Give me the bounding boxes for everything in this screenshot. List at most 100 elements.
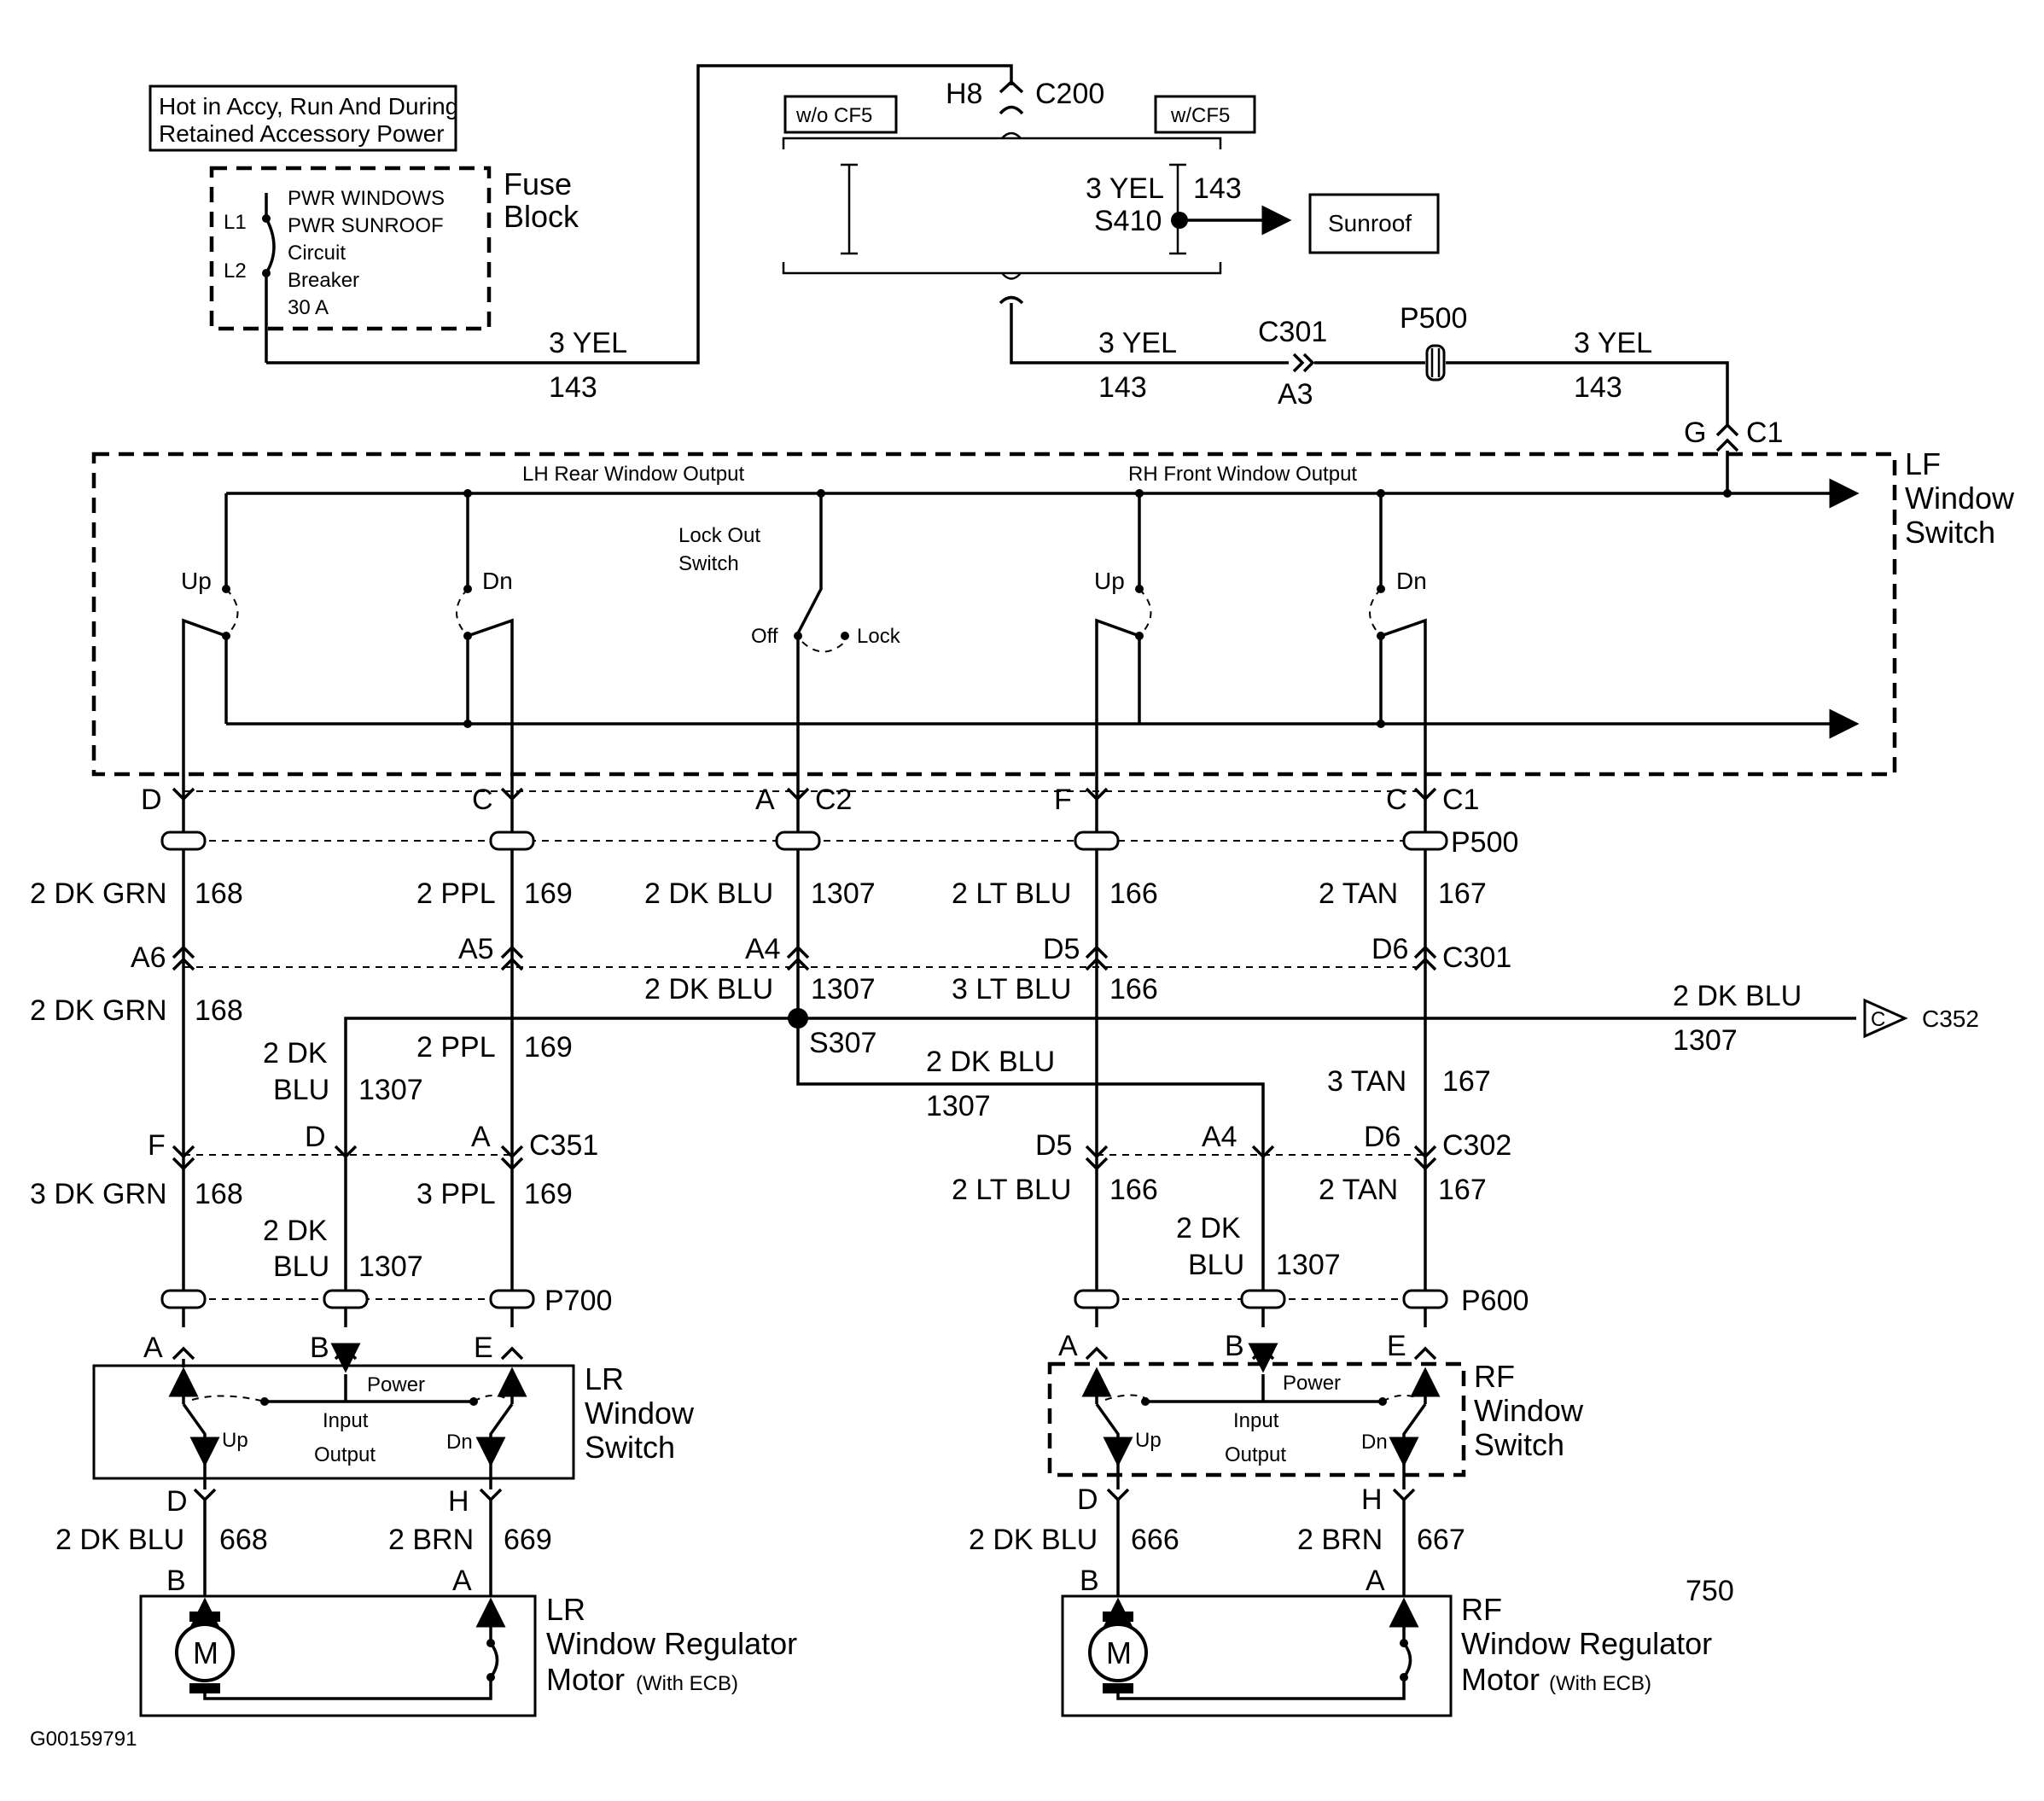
p700-grommet-a	[160, 1289, 207, 1309]
motor-feed-wires: D H D H 2 DK BLU 668 2 BRN 669 2 DK BLU …	[55, 1483, 1465, 1597]
c351-c302-pins	[172, 1145, 1437, 1171]
lr-output-label: Output	[314, 1443, 376, 1466]
vertical-trunks	[182, 768, 1427, 1144]
label-3ppl: 3 PPL	[416, 1178, 496, 1210]
lr-up-dashed	[191, 1395, 265, 1402]
label-168-c: 168	[195, 1178, 243, 1210]
c352-tag: C	[1871, 1008, 1885, 1031]
lr-dn-label: Dn	[446, 1431, 473, 1454]
c2-pin-d: D	[141, 784, 162, 816]
lockout-lock-contact	[841, 632, 849, 640]
lr-up-blade	[182, 1402, 220, 1467]
p500-top-grommet-lines	[1430, 348, 1441, 377]
c302-pin-d6: D6	[1364, 1121, 1401, 1153]
label-169: 169	[524, 877, 573, 910]
wire-143-right	[1314, 361, 1729, 427]
label-166-c: 166	[1109, 1174, 1158, 1206]
circuit-143-left: 143	[549, 371, 597, 404]
c301-pin-d5: D5	[1043, 933, 1080, 965]
label-2ppl: 2 PPL	[416, 877, 496, 910]
breaker-text-4: Breaker	[288, 269, 359, 292]
label-169-c: 169	[524, 1178, 573, 1210]
wire-1307-horizontal	[344, 1017, 1856, 1155]
c301-feed-section: 3 YEL 143 C301 A3 P500 3 YEL 143 G C1	[999, 295, 1783, 452]
rh-front-dn-label: Dn	[1396, 568, 1427, 594]
wire-143-feed	[266, 64, 1013, 364]
rf-up-blade	[1095, 1402, 1133, 1467]
switch-connector-pins	[172, 1346, 1437, 1361]
label-1307-c: 1307	[1673, 1024, 1738, 1057]
label-2dkgrn: 2 DK GRN	[30, 877, 167, 910]
label-2ltblu: 2 LT BLU	[952, 877, 1071, 910]
label-blu-f: BLU	[273, 1250, 329, 1283]
connector-c301-mid: C301	[1442, 941, 1511, 974]
rf-motor-ecb-loop	[1116, 1626, 1412, 1700]
lr-output-stubs	[203, 1464, 492, 1489]
lr-pin-d: D	[166, 1485, 188, 1518]
lockout-switch-blade	[796, 493, 823, 768]
c2-pin-a: A	[755, 784, 775, 816]
label-2dk-d: 2 DK	[263, 1037, 328, 1070]
lr-motor-brush-top	[189, 1612, 220, 1622]
wire-labels-row1: 2 DK GRN 168 2 PPL 169 2 DK BLU 1307 2 L…	[30, 877, 1487, 910]
rf-pin-d: D	[1077, 1483, 1098, 1516]
lh-rear-up-label: Up	[181, 568, 212, 594]
wire-lower-trunks	[182, 1144, 1427, 1327]
circuit-143-right: 143	[1574, 371, 1622, 404]
label-1307-e: 1307	[926, 1090, 991, 1122]
lr-motor-label-3: Motor	[546, 1662, 625, 1697]
label-2dkblu: 2 DK BLU	[644, 877, 773, 910]
rh-front-output-label: RH Front Window Output	[1128, 463, 1357, 486]
c200-connector-symbol	[999, 79, 1024, 115]
p500-grommet-168	[160, 831, 207, 851]
label-1307-g: 1307	[1276, 1249, 1341, 1281]
rf-pin-a: A	[1058, 1330, 1078, 1362]
lr-switch-label-2: Window	[585, 1396, 695, 1431]
breaker-text-1: PWR WINDOWS	[288, 187, 445, 210]
breaker-contact-top	[262, 214, 271, 223]
c351-pin-d: D	[305, 1121, 326, 1153]
rf-pin-h: H	[1361, 1483, 1383, 1516]
p700-grommet-b	[323, 1289, 369, 1309]
wire-labels-row3: 3 DK GRN 168 2 DK BLU 1307 3 PPL 169 2 L…	[30, 1174, 1487, 1283]
breaker-contact-bottom	[262, 269, 271, 277]
label-666: 666	[1131, 1524, 1179, 1556]
label-blu-g: BLU	[1188, 1249, 1244, 1281]
rf-motor-label-4: (With ECB)	[1549, 1672, 1651, 1695]
label-2dkblu-e: 2 DK BLU	[926, 1046, 1055, 1078]
w-cf5-bracket	[1169, 163, 1186, 255]
lf-window-switch: LF Window Switch LH Rear Window Output R…	[91, 446, 2015, 777]
lr-motor-box	[139, 1594, 537, 1717]
lh-rear-output-label: LH Rear Window Output	[522, 463, 744, 486]
rh-front-up-dashed	[1138, 588, 1152, 637]
sunroof-label: Sunroof	[1328, 210, 1412, 236]
c301-pin-d6: D6	[1371, 933, 1408, 965]
label-669: 669	[504, 1524, 552, 1556]
c302-pin-a4: A4	[1202, 1121, 1237, 1153]
label-2dkblu-668: 2 DK BLU	[55, 1524, 184, 1556]
lr-motor-label-1: LR	[546, 1592, 585, 1627]
label-166-b: 166	[1109, 973, 1158, 1005]
c301-pin-a6: A6	[131, 941, 166, 974]
rf-motor-brush-bottom	[1103, 1683, 1133, 1693]
lh-rear-dn-bus-dot	[463, 489, 472, 498]
rf-output-stubs	[1116, 1464, 1406, 1489]
p700-p600-row: P700 P600 A B E A B E	[143, 1285, 1529, 1364]
connector-c301: A6 A5 A4 D5 D6 C301	[131, 933, 1511, 974]
lr-power-label: Power	[367, 1373, 425, 1396]
p600-grommet-b	[1240, 1289, 1286, 1309]
rf-ecb-dot-bottom	[1400, 1673, 1408, 1682]
label-2ppl-b: 2 PPL	[416, 1031, 496, 1064]
rf-pin-e: E	[1387, 1330, 1406, 1362]
label-1307: 1307	[811, 877, 876, 910]
rf-dn-dashed	[1382, 1394, 1419, 1402]
connector-c1-top: C1	[1746, 417, 1783, 449]
rh-front-dn-bus-bottom	[1377, 720, 1385, 728]
fuse-block-section: Hot in Accy, Run And During Retained Acc…	[148, 64, 1013, 404]
lr-pin-a: A	[143, 1332, 163, 1364]
hot-note-box	[148, 85, 457, 152]
c2-pin-c: C	[472, 784, 493, 816]
rf-switch-label-3: Switch	[1474, 1427, 1564, 1462]
circuit-143-mid: 143	[1098, 371, 1147, 404]
label-2brn-669: 2 BRN	[388, 1524, 474, 1556]
